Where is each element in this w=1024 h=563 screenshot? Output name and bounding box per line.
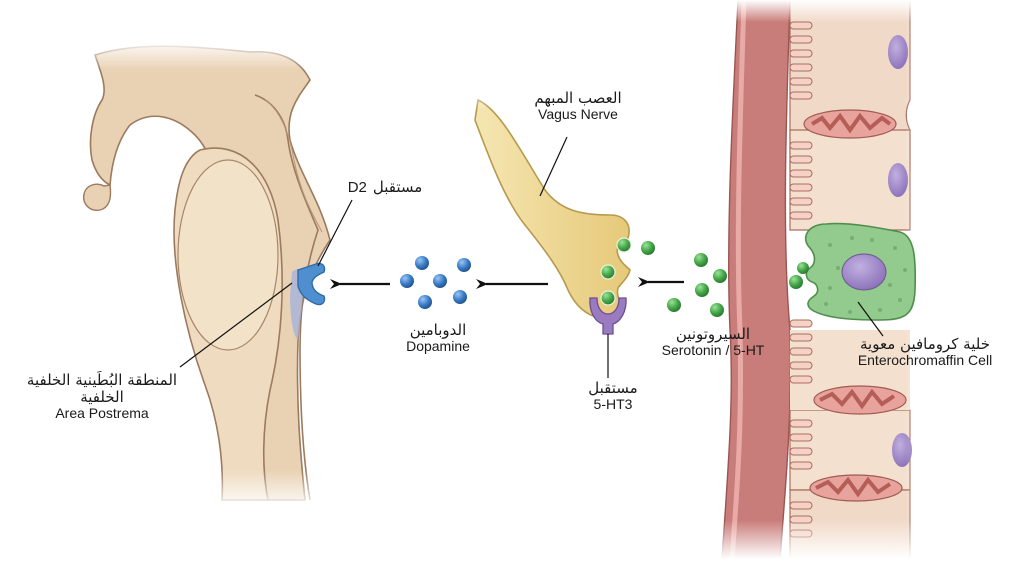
brainstem-illustration — [60, 40, 340, 510]
leader-lines — [179, 136, 884, 378]
label-enterochromaffin-cell: خلية كرومافين معوية Enterochromaffin Cel… — [857, 335, 993, 368]
enterochromaffin-cell-illustration — [797, 222, 917, 321]
leader-ec-cell — [857, 301, 884, 337]
dopamine-molecules — [400, 256, 471, 309]
d2-receptor-icon — [297, 262, 326, 306]
label-area-postrema: المنطقة البُطَينية الخلفية الخلفية Area … — [26, 371, 178, 421]
leader-vagus — [539, 136, 568, 197]
label-dopamine: الدوبامين Dopamine — [406, 321, 470, 354]
5ht3-receptor-icon — [589, 297, 627, 335]
label-5ht3-receptor: مستقبل 5-HT3 — [588, 379, 638, 412]
label-serotonin: السيروتونين Serotonin / 5-HT — [661, 325, 765, 358]
label-vagus-nerve: العصب المبهم Vagus Nerve — [534, 89, 622, 122]
label-d2-receptor: D2 مستقبل — [347, 178, 423, 196]
gut-wall-illustration — [720, 0, 945, 560]
flow-arrows — [330, 277, 684, 289]
vagus-nerve-illustration — [460, 80, 631, 320]
leader-area-postrema — [179, 282, 293, 368]
leader-d2 — [317, 199, 353, 267]
